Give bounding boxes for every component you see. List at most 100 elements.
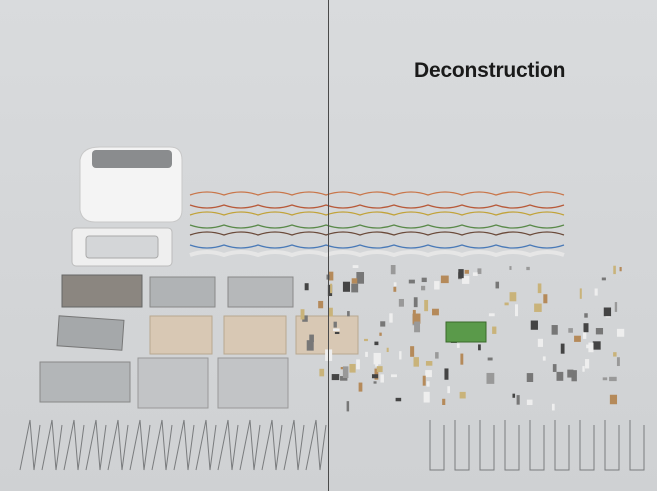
wire-rack (604, 420, 620, 471)
small-part (328, 307, 333, 317)
small-part (534, 303, 542, 312)
spring (305, 419, 327, 471)
small-part (530, 320, 538, 330)
small-part (349, 363, 356, 373)
small-part (574, 335, 581, 342)
small-part (543, 294, 548, 304)
spring (41, 419, 63, 471)
small-part (504, 302, 509, 306)
small-part (551, 325, 558, 335)
small-part (412, 313, 421, 324)
small-part (373, 381, 377, 384)
small-part (432, 308, 439, 316)
small-part (425, 370, 432, 378)
small-part (613, 352, 617, 357)
small-part (459, 391, 466, 399)
small-part (613, 265, 616, 275)
small-part (442, 398, 446, 405)
spring (173, 419, 195, 471)
small-part (380, 374, 384, 383)
small-part (422, 375, 426, 386)
spring (19, 419, 41, 471)
small-part (413, 357, 419, 367)
small-part (478, 344, 481, 351)
small-part (458, 269, 464, 279)
small-part (300, 309, 305, 320)
small-part (486, 372, 495, 384)
small-part (583, 323, 589, 333)
small-part (421, 277, 427, 283)
small-part (389, 313, 393, 323)
small-part (391, 374, 397, 378)
small-part (464, 269, 469, 274)
small-part (619, 266, 622, 272)
small-part (413, 297, 418, 308)
small-part (582, 330, 587, 339)
small-part (537, 283, 542, 294)
small-part (542, 356, 546, 361)
divider-line (328, 0, 329, 491)
small-part (594, 288, 598, 296)
small-part (352, 265, 359, 268)
wire (189, 244, 565, 249)
wire (189, 250, 565, 258)
small-part (333, 321, 337, 328)
small-part (309, 334, 314, 343)
small-part (495, 281, 500, 289)
small-part (509, 292, 517, 302)
small-part (582, 366, 585, 372)
wire-rack (579, 420, 595, 471)
small-part (304, 283, 309, 291)
small-part (328, 271, 334, 281)
wire (189, 224, 565, 229)
small-part (556, 371, 564, 381)
small-part (342, 281, 351, 292)
spring (151, 419, 173, 471)
small-part (560, 343, 565, 354)
small-part (365, 351, 368, 357)
spring (195, 419, 217, 471)
small-part (393, 286, 397, 292)
small-part (327, 284, 333, 297)
small-part (595, 327, 604, 335)
small-part (424, 299, 429, 312)
circuit-board (445, 321, 487, 343)
small-part (374, 341, 379, 346)
small-part (460, 353, 464, 365)
small-part (526, 373, 534, 382)
small-part (492, 326, 497, 334)
slot-plates (39, 274, 294, 409)
small-part (346, 401, 350, 412)
small-part (567, 369, 574, 378)
small-part (579, 288, 582, 299)
small-part (477, 268, 482, 274)
small-part (373, 352, 381, 365)
wire (189, 191, 565, 196)
small-part (487, 357, 493, 361)
small-part (614, 302, 618, 312)
wire-rack (529, 420, 545, 471)
wire-rack (479, 420, 495, 471)
small-part (447, 386, 450, 394)
small-part (380, 321, 386, 327)
small-part (331, 374, 340, 381)
small-part (434, 281, 440, 290)
small-part (551, 403, 555, 411)
small-part (364, 338, 368, 342)
small-part (609, 376, 617, 382)
small-part (371, 374, 379, 379)
small-part (351, 283, 359, 293)
wire (189, 231, 565, 236)
small-part (306, 340, 314, 351)
small-part (334, 331, 340, 335)
small-part (602, 377, 608, 381)
small-part (390, 265, 396, 275)
small-part (395, 397, 402, 402)
small-part (342, 366, 349, 378)
small-part (330, 283, 333, 294)
small-part (584, 313, 588, 318)
small-part (609, 394, 618, 405)
small-part (376, 366, 383, 373)
small-part (568, 328, 573, 333)
small-part (379, 332, 382, 336)
